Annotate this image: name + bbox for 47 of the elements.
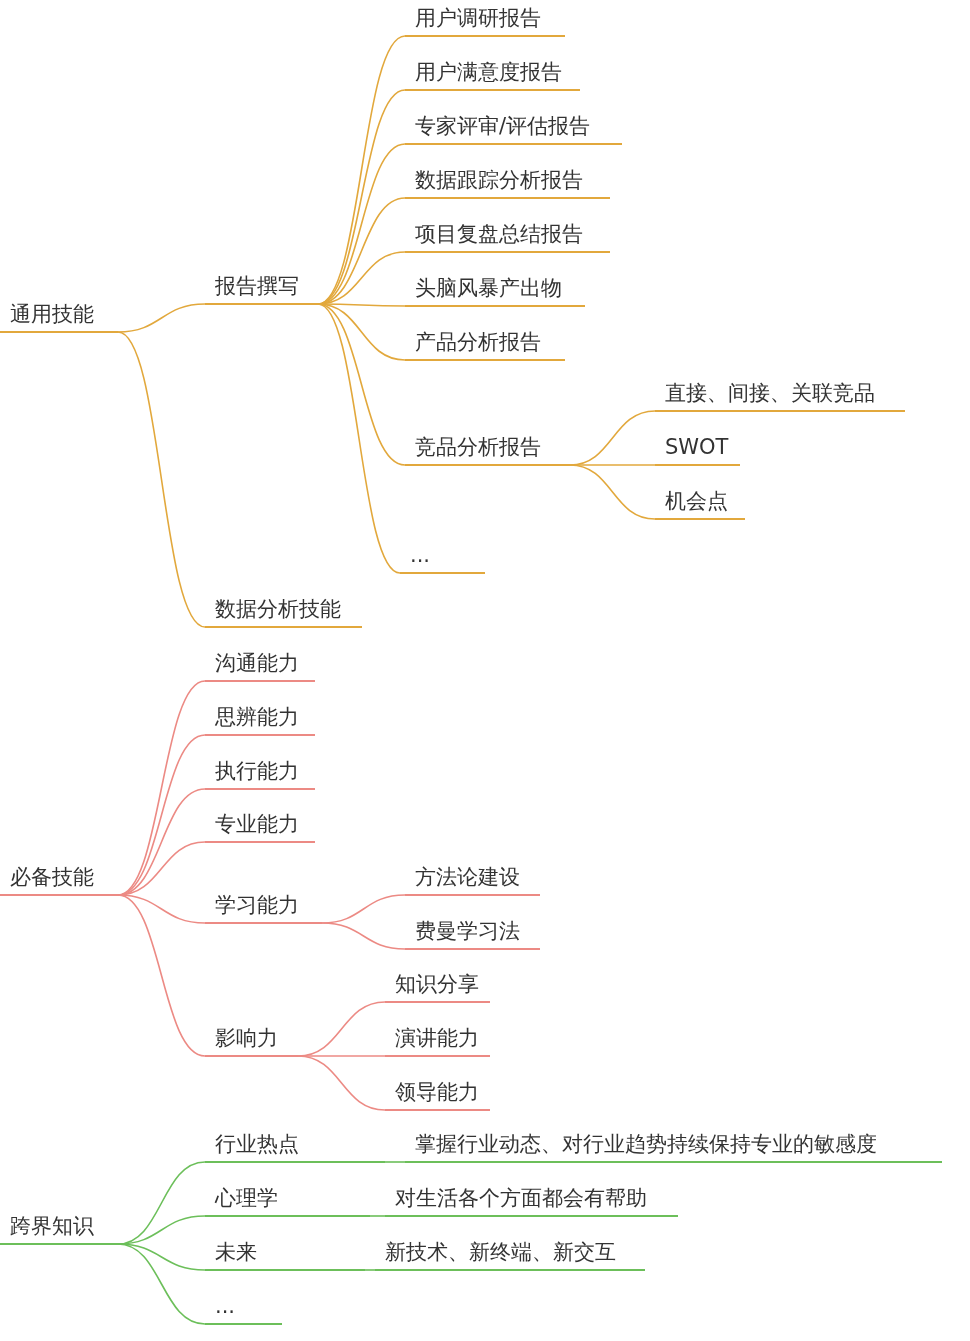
branch-line	[369, 1215, 386, 1217]
branch-label: 思辨能力	[205, 702, 315, 736]
branch-line	[117, 331, 206, 628]
branch-line	[317, 303, 401, 574]
branch-label: 领导能力	[385, 1077, 490, 1111]
branch-label: 知识分享	[385, 969, 490, 1003]
branch-label: 直接、间接、关联竞品	[655, 378, 905, 412]
branch-label: 通用技能	[0, 299, 118, 333]
branch-label: 头脑风暴产出物	[405, 273, 585, 307]
branch-label: 行业热点	[205, 1129, 385, 1163]
branch-label: 学习能力	[205, 890, 322, 924]
branch-line	[384, 1161, 406, 1163]
branch-label: SWOT	[655, 432, 740, 466]
branch-line	[569, 464, 656, 520]
branch-label: 未来	[205, 1237, 365, 1271]
branch-line	[117, 303, 206, 333]
branch-label: 心理学	[205, 1183, 370, 1217]
branch-label: 影响力	[205, 1023, 298, 1057]
branch-label: 新技术、新终端、新交互	[375, 1237, 645, 1271]
branch-line	[321, 922, 406, 950]
branch-line	[297, 1055, 386, 1111]
branch-line	[317, 303, 406, 466]
branch-label: 数据分析技能	[205, 594, 362, 628]
branch-line	[364, 1269, 376, 1271]
branch-label: 专业能力	[205, 809, 315, 843]
branch-label: 必备技能	[0, 862, 118, 896]
branch-label: 竞品分析报告	[405, 432, 570, 466]
branch-label: 报告撰写	[205, 271, 318, 305]
branch-label: 执行能力	[205, 756, 315, 790]
branch-label: 跨界知识	[0, 1211, 118, 1245]
branch-label: 费曼学习法	[405, 916, 540, 950]
branch-label: 对生活各个方面都会有帮助	[385, 1183, 678, 1217]
branch-label: 数据跟踪分析报告	[405, 165, 610, 199]
branch-line	[117, 894, 206, 1057]
branch-label: 机会点	[655, 486, 745, 520]
branch-label: 沟通能力	[205, 648, 315, 682]
branch-label: ...	[205, 1291, 282, 1325]
branch-label: 演讲能力	[385, 1023, 490, 1057]
branch-label: 专家评审/评估报告	[405, 111, 622, 145]
branch-label: 掌握行业动态、对行业趋势持续保持专业的敏感度	[405, 1129, 942, 1163]
branch-label: 用户满意度报告	[405, 57, 580, 91]
branch-label: 项目复盘总结报告	[405, 219, 610, 253]
branch-label: ...	[400, 540, 485, 574]
branch-line	[117, 1243, 206, 1325]
branch-label: 产品分析报告	[405, 327, 565, 361]
branch-label: 方法论建设	[405, 862, 540, 896]
branch-label: 用户调研报告	[405, 3, 565, 37]
